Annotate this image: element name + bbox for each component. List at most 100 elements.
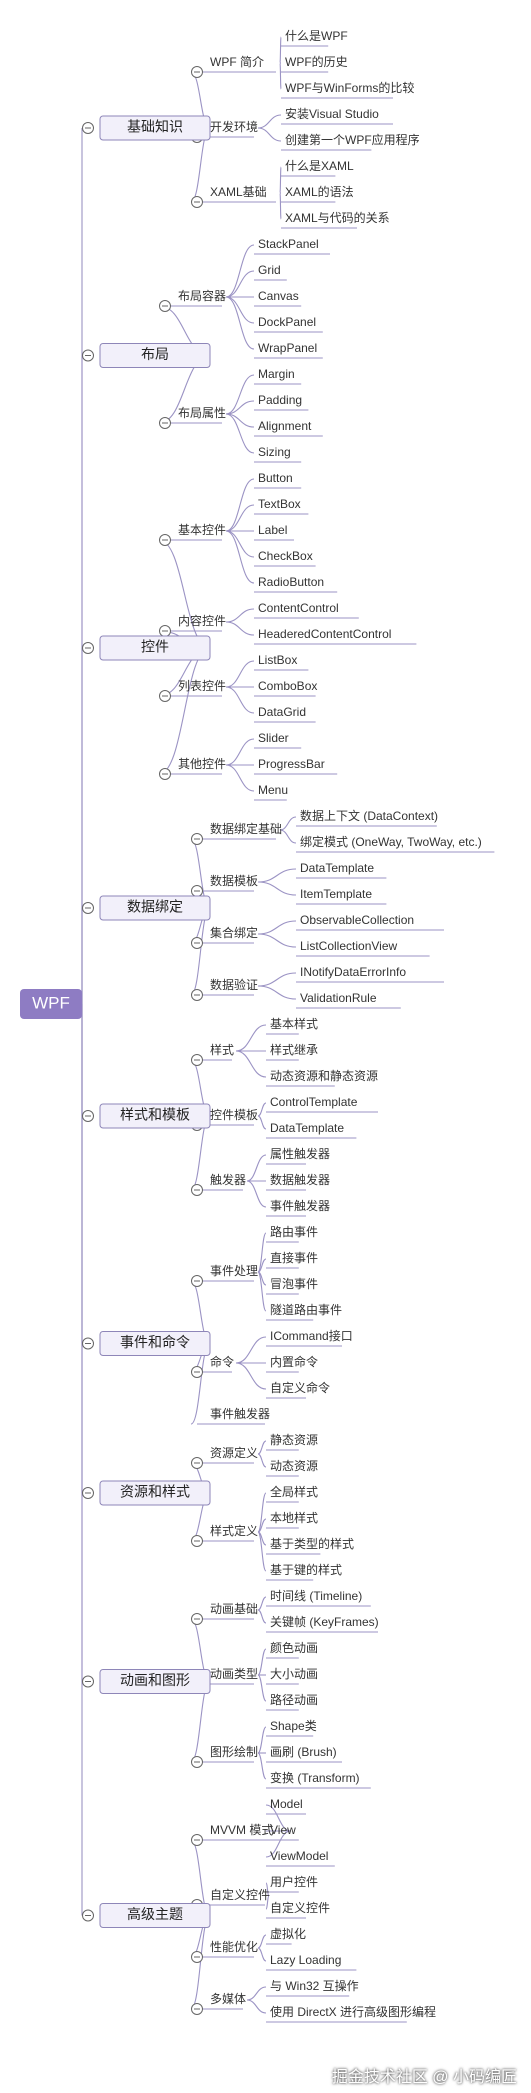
leaf-topic: 自定义命令 xyxy=(270,1380,330,1395)
collapse-toggle[interactable] xyxy=(159,534,171,546)
leaf-topic: DataGrid xyxy=(258,705,306,719)
leaf-connector xyxy=(225,270,255,298)
branch-node[interactable]: 控件 xyxy=(99,635,211,661)
collapse-toggle[interactable] xyxy=(191,1535,203,1547)
leaf-topic: Canvas xyxy=(258,289,299,303)
leaf-topic: WPF与WinForms的比较 xyxy=(285,80,414,95)
leaf-connector xyxy=(235,1362,267,1390)
subtopic: 开发环境 xyxy=(210,119,258,134)
collapse-toggle[interactable] xyxy=(191,1613,203,1625)
collapse-toggle[interactable] xyxy=(159,768,171,780)
leaf-topic: Alignment xyxy=(258,419,312,433)
subtopic: 列表控件 xyxy=(178,679,226,693)
leaf-topic: 自定义控件 xyxy=(270,1900,330,1915)
subtopic: 数据验证 xyxy=(210,977,258,992)
leaf-topic: INotifyDataErrorInfo xyxy=(300,965,406,979)
subtopic: 内容控件 xyxy=(178,613,226,628)
leaf-topic: 数据触发器 xyxy=(270,1172,330,1187)
collapse-toggle[interactable] xyxy=(191,885,203,897)
subtopic: 数据模板 xyxy=(210,873,258,888)
leaf-topic: ViewModel xyxy=(270,1849,328,1863)
leaf-topic: Padding xyxy=(258,393,302,407)
leaf-connector xyxy=(279,192,282,220)
branch-node[interactable]: 动画和图形 xyxy=(99,1669,211,1694)
leaf-connector xyxy=(257,1271,267,1312)
collapse-toggle[interactable] xyxy=(159,625,171,637)
collapse-toggle[interactable] xyxy=(191,1756,203,1768)
leaf-topic: 绑定模式 (OneWay, TwoWay, etc.) xyxy=(300,834,482,849)
branch-node[interactable]: 资源和样式 xyxy=(99,1480,211,1506)
leaf-topic: XAML的语法 xyxy=(285,184,354,199)
collapse-toggle[interactable] xyxy=(191,1457,203,1469)
collapse-toggle[interactable] xyxy=(191,1366,203,1378)
branch-node[interactable]: 数据绑定 xyxy=(99,895,211,921)
branch-node[interactable]: 布局 xyxy=(99,343,211,368)
leaf-connector xyxy=(246,1999,267,2014)
collapse-toggle[interactable] xyxy=(82,642,94,654)
collapse-toggle[interactable] xyxy=(191,833,203,845)
collapse-toggle[interactable] xyxy=(191,937,203,949)
collapse-toggle[interactable] xyxy=(191,989,203,1001)
collapse-toggle[interactable] xyxy=(191,1054,203,1066)
collapse-toggle[interactable] xyxy=(191,1184,203,1196)
branch-label: 动画和图形 xyxy=(120,1672,190,1688)
branch-connector xyxy=(158,647,211,775)
leaf-topic: 基本样式 xyxy=(270,1016,318,1031)
leaf-topic: 全局样式 xyxy=(270,1484,318,1499)
collapse-toggle[interactable] xyxy=(82,1675,94,1688)
collapse-toggle[interactable] xyxy=(191,66,203,78)
leaf-connector xyxy=(265,1830,292,1858)
subtopic: 集合绑定 xyxy=(210,925,258,940)
collapse-toggle[interactable] xyxy=(191,1834,203,1846)
leaf-topic: 与 Win32 互操作 xyxy=(270,1978,359,1993)
collapse-toggle[interactable] xyxy=(191,2003,203,2015)
collapse-toggle[interactable] xyxy=(82,1337,94,1350)
branch-node[interactable]: 高级主题 xyxy=(99,1903,211,1928)
watermark: 掘金技术社区 @ 小码编匠 xyxy=(331,2069,517,2086)
leaf-topic: StackPanel xyxy=(258,237,319,251)
collapse-toggle[interactable] xyxy=(82,122,94,134)
leaf-connector xyxy=(225,530,255,584)
branch-node[interactable]: 样式和模板 xyxy=(99,1103,211,1129)
subtopic: 图形绘制 xyxy=(210,1744,258,1759)
leaf-topic: 用户控件 xyxy=(270,1874,318,1889)
collapse-toggle[interactable] xyxy=(191,196,203,208)
collapse-toggle[interactable] xyxy=(82,1487,94,1499)
collapse-toggle[interactable] xyxy=(159,690,171,702)
leaf-topic: View xyxy=(270,1823,296,1837)
leaf-topic: WrapPanel xyxy=(258,341,317,355)
leaf-connector xyxy=(257,1934,267,1949)
branch-node[interactable]: 基础知识 xyxy=(99,115,211,141)
subtopic: 命令 xyxy=(210,1354,234,1369)
collapse-toggle[interactable] xyxy=(82,902,94,914)
root-node[interactable]: WPF xyxy=(20,989,82,1019)
subtopic: WPF 简介 xyxy=(210,55,264,69)
subtopic: 布局属性 xyxy=(178,406,226,420)
leaf-connector xyxy=(235,1024,267,1052)
leaf-connector xyxy=(257,1518,267,1533)
collapse-toggle[interactable] xyxy=(82,349,94,362)
leaf-topic: DockPanel xyxy=(258,315,316,329)
collapse-toggle[interactable] xyxy=(82,1909,94,1922)
leaf-connector xyxy=(257,868,297,883)
collapse-toggle[interactable] xyxy=(159,300,171,312)
leaf-connector xyxy=(257,1440,267,1455)
leaf-connector xyxy=(257,1115,267,1130)
subtopic: XAML基础 xyxy=(210,185,267,199)
collapse-toggle[interactable] xyxy=(159,417,171,429)
leaf-topic: Menu xyxy=(258,783,288,797)
leaf-topic: Model xyxy=(270,1797,303,1811)
collapse-toggle[interactable] xyxy=(191,1951,203,1963)
collapse-toggle[interactable] xyxy=(191,1275,203,1287)
leaf-topic: 动态资源和静态资源 xyxy=(270,1069,378,1083)
leaf-topic: 时间线 (Timeline) xyxy=(270,1589,362,1603)
leaf-connector xyxy=(257,933,297,948)
leaf-topic: 样式继承 xyxy=(270,1042,318,1057)
branch-node[interactable]: 事件和命令 xyxy=(99,1331,211,1356)
leaf-topic: 冒泡事件 xyxy=(270,1277,318,1291)
root-label: WPF xyxy=(32,993,70,1012)
branch-label: 数据绑定 xyxy=(127,899,183,915)
collapse-toggle[interactable] xyxy=(82,1110,94,1122)
leaf-connector xyxy=(279,36,282,64)
